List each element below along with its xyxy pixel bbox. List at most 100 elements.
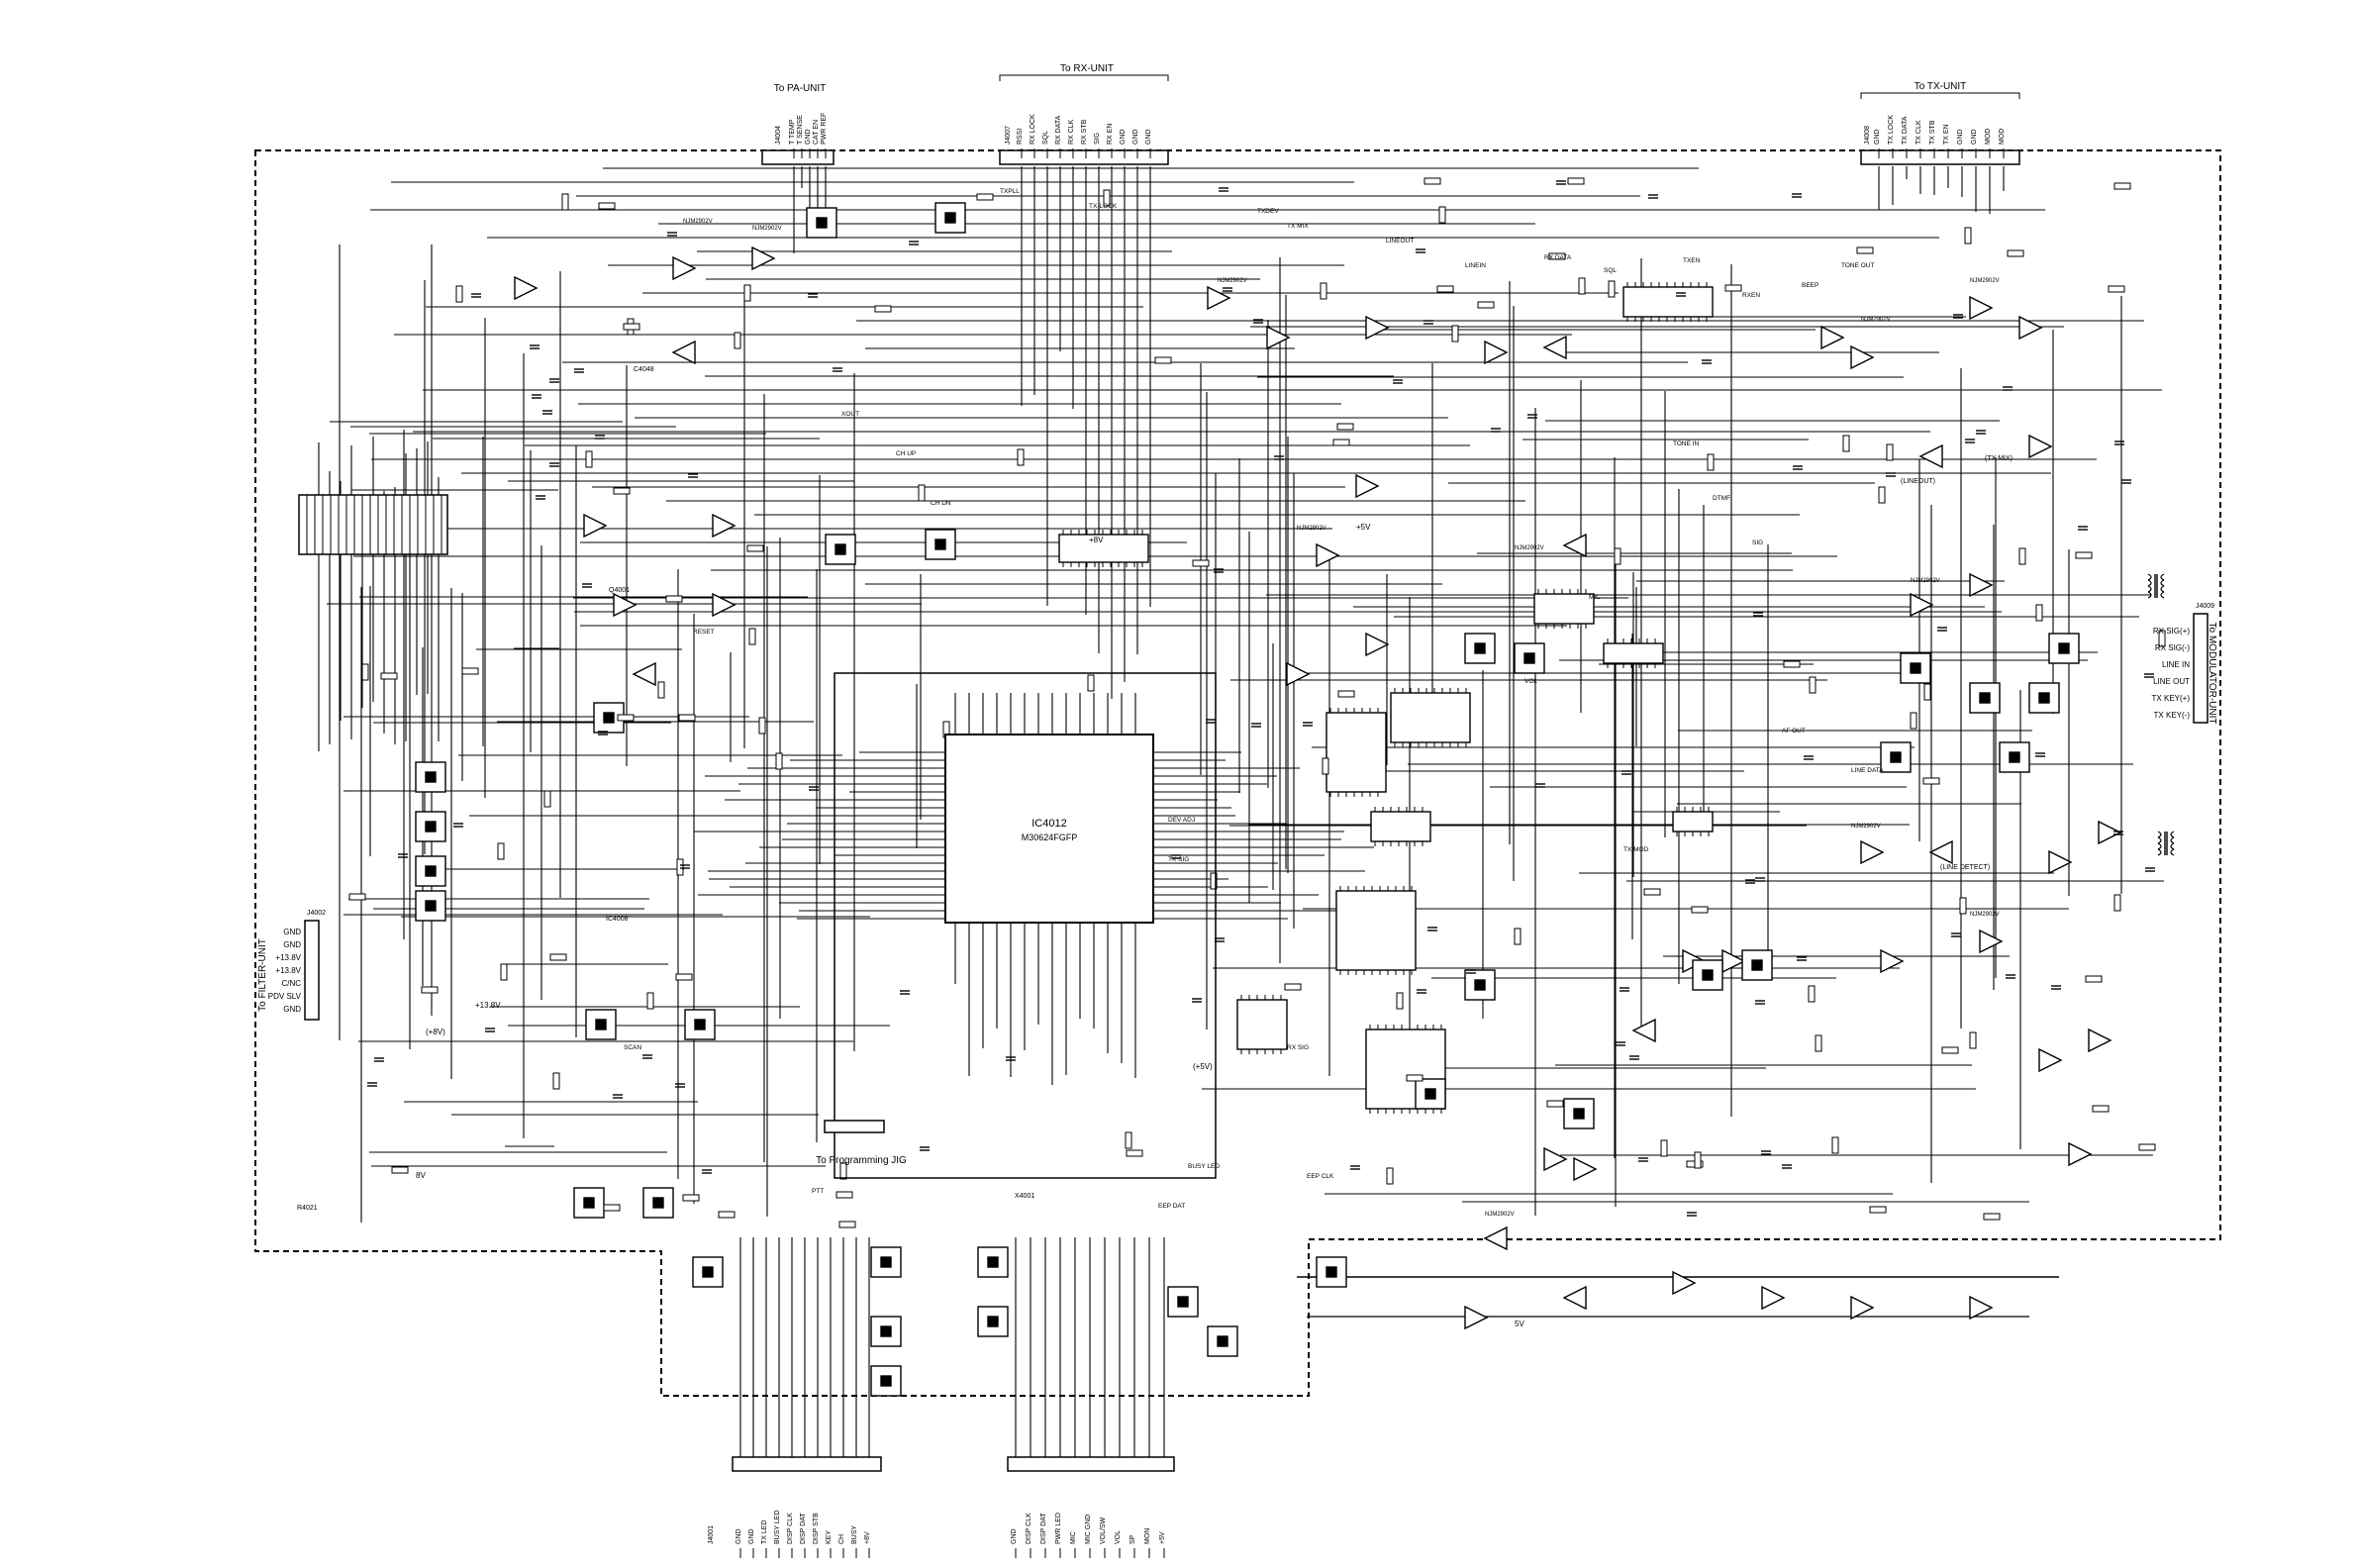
capacitor <box>398 853 408 858</box>
resistor <box>1337 690 1355 698</box>
capacitor <box>574 368 584 373</box>
resistor <box>1336 423 1354 431</box>
capacitor <box>675 1083 685 1088</box>
capacitor <box>808 293 818 298</box>
net-label: VOL <box>1524 678 1537 685</box>
switch-core <box>987 1316 999 1327</box>
resistor <box>1424 177 1441 185</box>
resistor <box>2113 894 2121 912</box>
pin-label: TX KEY(-) <box>2154 711 2191 720</box>
op-amp <box>1316 542 1340 568</box>
switch-core <box>1890 751 1902 763</box>
pin-label: CH <box>838 1534 845 1544</box>
pin-label: GND <box>1120 129 1127 145</box>
capacitor <box>1951 932 1961 937</box>
connector-ref-j4004: J4004 <box>775 126 782 145</box>
net-label: TX MOD <box>1623 846 1649 853</box>
net-label: TONE OUT <box>1841 262 1874 269</box>
resistor <box>617 714 635 722</box>
pin-label: TX CLK <box>1915 120 1922 145</box>
capacitor <box>1953 314 1963 319</box>
resistor <box>748 628 756 645</box>
pin-label: PWR LED <box>1055 1513 1062 1544</box>
pin-label: RX EN <box>1107 124 1114 145</box>
resistor <box>1436 285 1454 293</box>
capacitor <box>1192 998 1202 1003</box>
pin-label: RX DATA <box>1055 115 1062 145</box>
net-label: LINEIN <box>1465 262 1486 269</box>
switch-core <box>1474 979 1486 991</box>
capacitor <box>595 435 605 440</box>
resistor <box>758 717 766 735</box>
switch-core <box>1751 959 1763 971</box>
resistor <box>678 714 696 722</box>
op-amp <box>1355 473 1380 499</box>
switch-core <box>1910 662 1921 674</box>
op-amp <box>1850 1295 1875 1321</box>
resistor <box>380 672 398 680</box>
net-label: SIG <box>1752 539 1763 546</box>
capacitor <box>1206 719 1216 724</box>
supply-label: +8V <box>1089 536 1104 544</box>
switch-core <box>425 821 437 833</box>
capacitor <box>667 232 677 237</box>
capacitor <box>1976 430 1986 435</box>
resistor <box>623 323 640 331</box>
switch-core <box>1326 1266 1337 1278</box>
switch-core <box>2009 751 2020 763</box>
capacitor <box>549 378 559 383</box>
label-to-modulator-unit: To MODULATOR-UNIT <box>2207 623 2217 725</box>
resistor <box>1842 435 1850 452</box>
pin-label: GND <box>1971 129 1978 145</box>
op-amp <box>1880 948 1905 974</box>
resistor <box>1809 676 1817 694</box>
op-amp <box>1969 572 1994 598</box>
resistor <box>1154 356 1172 364</box>
capacitor <box>1797 956 1807 961</box>
capacitor <box>1535 783 1545 788</box>
net-label: DEV ADJ <box>1168 817 1195 824</box>
resistor <box>1320 282 1327 300</box>
resistor <box>835 1191 853 1199</box>
resistor <box>348 893 366 901</box>
net-label: TX MIX <box>1287 223 1309 230</box>
switch-core <box>944 212 956 224</box>
resistor <box>1548 252 1566 260</box>
misc-label: IC4008 <box>606 916 629 923</box>
op-amp <box>1543 1146 1568 1172</box>
supply-label: +5V <box>1356 523 1371 532</box>
misc-label: X4001 <box>1015 1193 1034 1200</box>
resistor <box>2138 1143 2156 1151</box>
op-amp <box>1918 443 1943 469</box>
misc-label: (LINEOUT) <box>1901 478 1935 485</box>
resistor <box>1125 1131 1132 1149</box>
resistor <box>1087 674 1095 692</box>
ic-package <box>1390 692 1471 743</box>
opamp-part-label: NJM2902V <box>1515 545 1544 551</box>
resistor <box>918 484 926 502</box>
capacitor <box>1687 1212 1697 1217</box>
op-amp <box>1464 1305 1489 1330</box>
switch-core <box>1217 1335 1228 1347</box>
net-label: TONE IN <box>1673 441 1700 447</box>
resistor <box>585 450 593 468</box>
capacitor <box>1253 319 1263 324</box>
capacitor <box>536 495 545 500</box>
net-label: MIC <box>1589 594 1601 601</box>
supply-label: (+8V) <box>426 1028 445 1036</box>
capacitor <box>2113 831 2123 835</box>
ic-package <box>1533 593 1595 625</box>
opamp-part-label: NJM2902V <box>1970 278 2000 284</box>
opamp-part-label: NJM2902V <box>752 226 782 232</box>
board-outline <box>254 149 2221 1397</box>
pin-label: DISP CLK <box>787 1513 794 1544</box>
switch-core <box>1474 642 1486 654</box>
op-amp <box>1286 661 1311 687</box>
capacitor <box>542 410 552 415</box>
capacitor <box>2003 386 2013 391</box>
pin-label: TX LOCK <box>1888 115 1895 145</box>
resistor <box>1815 1034 1822 1052</box>
resistor <box>1878 486 1886 504</box>
